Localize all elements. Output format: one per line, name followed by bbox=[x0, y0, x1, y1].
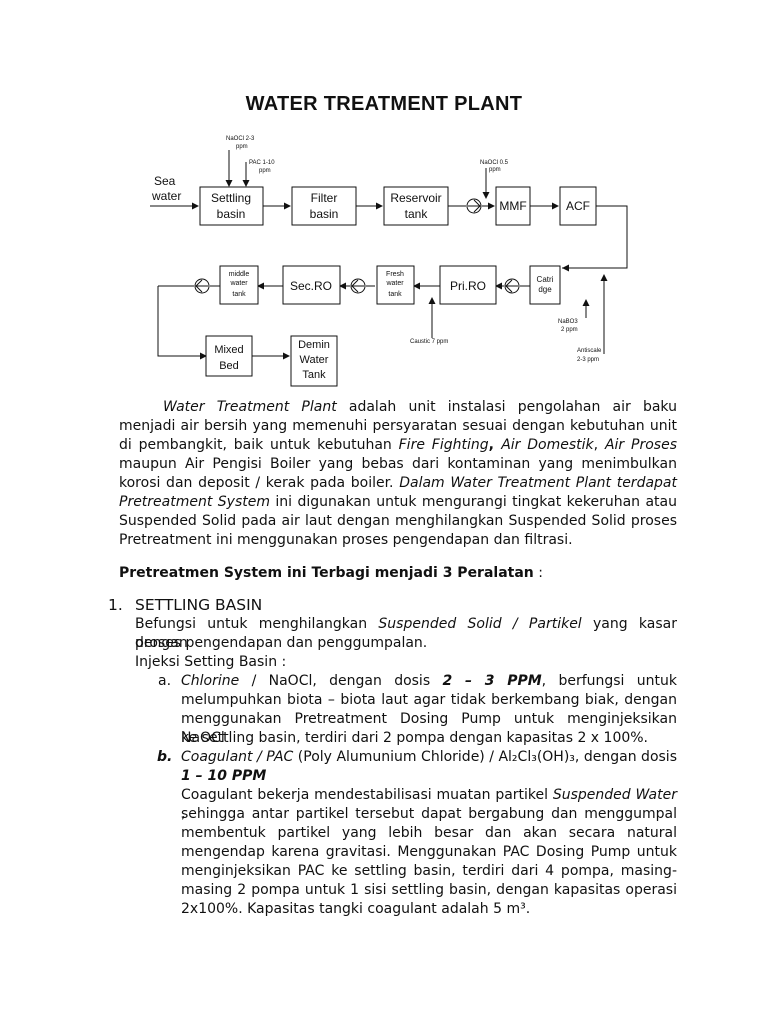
intro-line: Pretreatment ini menggunakan proses peng… bbox=[119, 532, 573, 548]
svg-text:Bed: Bed bbox=[219, 360, 239, 372]
svg-text:tank: tank bbox=[405, 207, 429, 221]
svg-text:NaOCl 2-3: NaOCl 2-3 bbox=[226, 136, 255, 142]
intro-line: di pembangkit, baik untuk kebutuhan Fire… bbox=[119, 437, 677, 453]
svg-text:2 ppm: 2 ppm bbox=[561, 327, 578, 333]
list-item-line: Chlorine / NaOCl, dengan dosis 2 – 3 PPM… bbox=[181, 673, 677, 689]
svg-text:ppm: ppm bbox=[236, 144, 248, 150]
svg-text:Tank: Tank bbox=[302, 369, 326, 381]
intro-line: Water Treatment Plant adalah unit instal… bbox=[163, 399, 677, 415]
svg-text:Fresh: Fresh bbox=[386, 271, 404, 278]
svg-text:dge: dge bbox=[538, 285, 552, 294]
section-number: 1. bbox=[108, 596, 123, 614]
svg-text:ACF: ACF bbox=[566, 199, 590, 213]
svg-text:PAC 1-10: PAC 1-10 bbox=[249, 160, 275, 166]
list-item-line: membentuk partikel yang lebih besar dan … bbox=[181, 825, 677, 841]
section-heading: SETTLING BASIN bbox=[135, 596, 263, 614]
svg-text:Settling: Settling bbox=[211, 191, 251, 205]
svg-text:basin: basin bbox=[310, 207, 339, 221]
intro-line: maupun Air Pengisi Boiler yang bebas dar… bbox=[119, 456, 677, 472]
svg-text:Filter: Filter bbox=[311, 191, 338, 205]
list-item-line: Coagulant / PAC (Poly Alumunium Chloride… bbox=[181, 749, 677, 765]
svg-text:tank: tank bbox=[232, 291, 246, 298]
svg-text:Pri.RO: Pri.RO bbox=[450, 279, 486, 293]
list-marker: b. bbox=[157, 749, 173, 765]
svg-text:Mixed: Mixed bbox=[214, 344, 243, 356]
document-title: WATER TREATMENT PLANT bbox=[245, 93, 523, 115]
sea-label: Sea bbox=[154, 174, 176, 188]
list-item-line: ke settling basin, terdiri dari 2 pompa … bbox=[181, 730, 649, 746]
list-item-line: menginjeksikan PAC ke settling basin, te… bbox=[181, 863, 677, 879]
svg-text:tank: tank bbox=[388, 291, 402, 298]
injection-label: Injeksi Setting Basin : bbox=[135, 654, 287, 670]
section-subheading: Pretreatmen System ini Terbagi menjadi 3… bbox=[119, 565, 543, 581]
svg-text:Reservoir: Reservoir bbox=[390, 191, 441, 205]
list-item-line: menggunakan Pretreatment Dosing Pump unt… bbox=[181, 711, 677, 746]
svg-text:Water: Water bbox=[300, 354, 329, 366]
section-desc: proses pengendapan dan penggumpalan. bbox=[135, 635, 428, 651]
list-item-line: mengendap karena gravitasi. Menggunakan … bbox=[181, 844, 677, 860]
svg-text:basin: basin bbox=[217, 207, 246, 221]
svg-text:water: water bbox=[385, 280, 404, 287]
pump-icon bbox=[194, 198, 520, 294]
dose-value: 1 – 10 PPM bbox=[181, 768, 267, 784]
svg-text:Catri: Catri bbox=[537, 275, 554, 284]
list-item-line: masing 2 pompa untuk 1 sisi settling bas… bbox=[181, 882, 677, 898]
svg-text:NaBO3: NaBO3 bbox=[558, 319, 578, 325]
svg-text:Sec.RO: Sec.RO bbox=[290, 279, 332, 293]
list-item-line: sehingga antar partikel tersebut dapat b… bbox=[181, 806, 677, 822]
process-flow-diagram: Sea water Settling basin Filter basin Re… bbox=[150, 136, 628, 387]
list-item-line: 2x100%. Kapasitas tangki coagulant adala… bbox=[181, 901, 531, 917]
svg-text:middle: middle bbox=[229, 271, 250, 278]
svg-text:ppm: ppm bbox=[489, 167, 501, 173]
svg-text:Antiscale: Antiscale bbox=[577, 348, 602, 354]
intro-line: menjadi air bersih yang memenuhi persyar… bbox=[119, 418, 677, 434]
list-item-line: Coagulant bekerja mendestabilisasi muata… bbox=[181, 787, 677, 822]
svg-text:2-3 ppm: 2-3 ppm bbox=[577, 357, 599, 363]
water-label: water bbox=[151, 189, 181, 203]
intro-line: Pretreatment System ini digunakan untuk … bbox=[119, 494, 677, 510]
svg-text:ppm: ppm bbox=[259, 168, 271, 174]
svg-text:water: water bbox=[229, 280, 248, 287]
svg-text:Demin: Demin bbox=[298, 339, 330, 351]
list-marker: a. bbox=[158, 673, 172, 689]
list-item-line: melumpuhkan biota – biota laut agar tida… bbox=[181, 692, 677, 708]
intro-line: korosi dan deposit / kerak pada boiler. … bbox=[119, 475, 677, 491]
svg-text:MMF: MMF bbox=[499, 199, 526, 213]
svg-text:Caustic 7 ppm: Caustic 7 ppm bbox=[410, 339, 448, 345]
svg-text:NaOCl 0.5: NaOCl 0.5 bbox=[480, 160, 509, 166]
intro-line: Suspended Solid pada air laut dengan men… bbox=[119, 513, 677, 529]
section-desc: Befungsi untuk menghilangkan Suspended S… bbox=[135, 616, 677, 651]
